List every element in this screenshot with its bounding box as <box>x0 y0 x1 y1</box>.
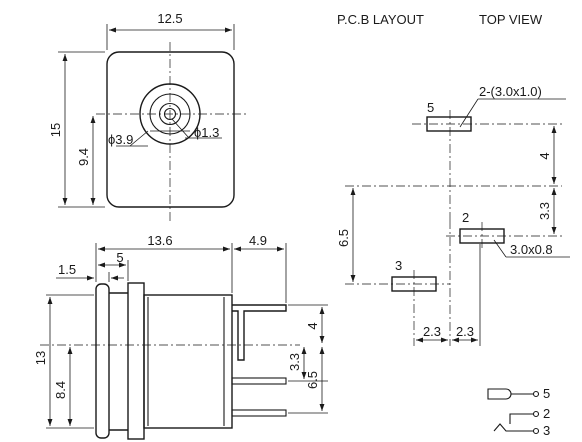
dim-side-center-8-4: 8.4 <box>53 381 68 399</box>
dim-pin-spacing-3-3: 3.3 <box>287 353 302 371</box>
top-view-header: TOP VIEW <box>479 12 543 27</box>
pcb-dim-2-3-right: 2.3 <box>456 324 474 339</box>
pcb-dim-4: 4 <box>537 152 552 159</box>
side-cap <box>95 283 110 439</box>
dim-outer-diameter: ϕ3.9 <box>108 132 133 147</box>
side-body <box>143 294 233 429</box>
jack-middle-circle <box>149 93 191 135</box>
dim-height-15: 15 <box>48 123 63 137</box>
dim-flange-thickness-1-5: 1.5 <box>58 262 76 277</box>
jack-inner-circle <box>158 102 182 126</box>
jack-outer-circle <box>139 83 201 145</box>
pcb-dim-3-3: 3.3 <box>537 202 552 220</box>
side-pin-middle <box>231 377 287 385</box>
dim-flange-offset-5: 5 <box>116 250 123 265</box>
schematic-pin-2: 2 <box>543 406 550 421</box>
pad-5-label: 5 <box>427 100 434 115</box>
pad-2-label: 2 <box>462 210 469 225</box>
pad-5-size: 2-(3.0x1.0) <box>479 84 542 99</box>
dim-pin-spacing-4: 4 <box>305 322 320 329</box>
front-view: 12.5 15 9.4 ϕ3.9 ϕ1.3 <box>48 11 246 222</box>
pcb-layout: 5 2 3 2-(3.0x1.0) 3.0x0.8 4 3.3 6.5 2.3 … <box>336 84 570 346</box>
dim-side-height-13: 13 <box>33 351 48 365</box>
dim-width-12-5: 12.5 <box>157 11 182 26</box>
dim-pin-spacing-6-5: 6.5 <box>305 371 320 389</box>
pcb-dim-6-5: 6.5 <box>336 229 351 247</box>
pcb-layout-header: P.C.B LAYOUT <box>337 12 424 27</box>
schematic-pin-5: 5 <box>543 386 550 401</box>
pad-3-label: 3 <box>395 258 402 273</box>
jack-pin-circle <box>163 107 177 121</box>
dim-pin-offset-4-9: 4.9 <box>249 233 267 248</box>
side-view: 13.6 4.9 5 1.5 13 8.4 4 3.3 6.5 <box>33 233 328 440</box>
front-view-body <box>106 51 235 208</box>
schematic-barrel <box>487 388 512 400</box>
pad-2-size: 3.0x0.8 <box>510 242 553 257</box>
side-pin-bottom <box>231 409 287 417</box>
schematic-pin-3: 3 <box>543 423 550 438</box>
dim-center-height-9-4: 9.4 <box>76 148 91 166</box>
dim-pin-diameter: ϕ1.3 <box>194 125 219 140</box>
dim-length-13-6: 13.6 <box>147 233 172 248</box>
side-pin-top <box>232 304 287 361</box>
schematic-symbol: 5 2 3 <box>487 386 550 438</box>
side-flange <box>127 282 145 440</box>
pcb-dim-2-3-left: 2.3 <box>423 324 441 339</box>
